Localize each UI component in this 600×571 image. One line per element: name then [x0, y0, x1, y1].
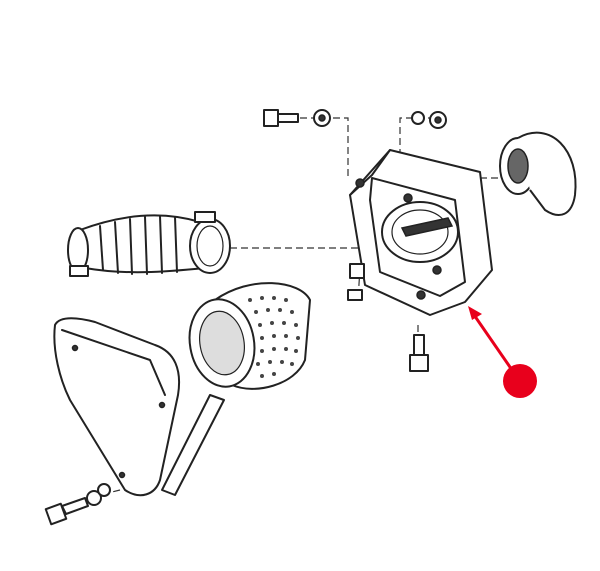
intake-snorkel[interactable] [499, 131, 577, 216]
pointer-arrow-line [470, 311, 514, 371]
bolts-and-nuts[interactable] [44, 109, 447, 526]
intake-hose-with-clamps[interactable] [67, 211, 231, 277]
air-filter-housing[interactable] [349, 149, 493, 316]
gasket-strip[interactable] [161, 394, 225, 496]
pointer-arrowhead [468, 306, 482, 320]
air-filter-element[interactable] [183, 282, 311, 392]
filter-mesh-pattern [248, 296, 300, 378]
filter-cover-plate[interactable] [53, 317, 181, 497]
highlight-marker [468, 306, 537, 398]
red-dot-marker [503, 364, 537, 398]
